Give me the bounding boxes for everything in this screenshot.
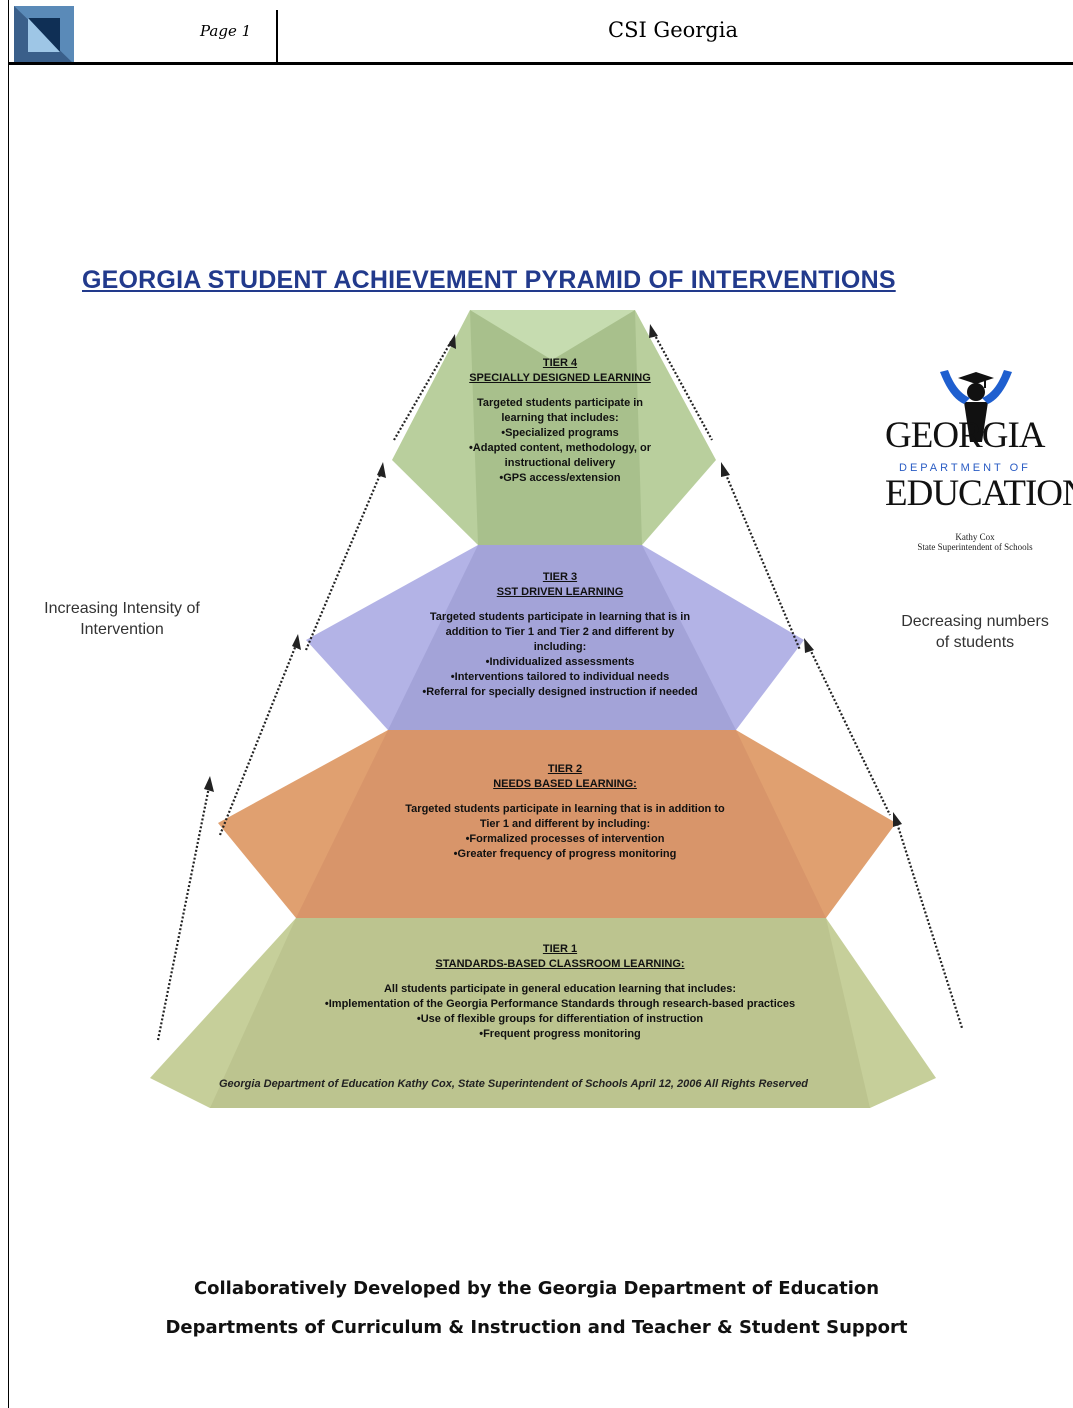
tier4-bullet: •Specialized programs (501, 427, 619, 439)
right-side-label: Decreasing numbers of students (880, 611, 1070, 653)
page-header: Page 1 CSI Georgia (0, 0, 1073, 66)
tier4-bullet: •GPS access/extension (499, 472, 621, 484)
tier2-label: TIER 2 (547, 763, 583, 775)
tier1-bullet: •Use of flexible groups for differentiat… (416, 1013, 704, 1025)
left-arrowheads (204, 334, 456, 792)
tier1-name: STANDARDS-BASED CLASSROOM LEARNING: (435, 958, 685, 970)
left-side-line: Increasing Intensity of (44, 600, 200, 617)
tier3-name: SST DRIVEN LEARNING (496, 586, 624, 598)
tier4-intro-line: learning that includes: (501, 412, 619, 424)
left-side-line: Intervention (80, 621, 164, 638)
page-left-border (8, 0, 9, 1408)
tier2-name: NEEDS BASED LEARNING: (493, 778, 637, 790)
left-side-label: Increasing Intensity of Intervention (22, 598, 222, 640)
gadoe-caption-title: State Superintendent of Schools (917, 542, 1033, 552)
pyramid-title: GEORGIA STUDENT ACHIEVEMENT PYRAMID OF I… (82, 266, 896, 294)
right-arrows (651, 329, 964, 1029)
pyramid-credit: Georgia Department of Education Kathy Co… (219, 1078, 809, 1090)
gadoe-caption-name: Kathy Cox (955, 532, 995, 542)
tier1-label: TIER 1 (542, 943, 578, 955)
tier3-intro-line: Targeted students participate in learnin… (429, 611, 691, 623)
left-arrows (156, 339, 453, 1041)
tier4-name: SPECIALLY DESIGNED LEARNING (469, 372, 651, 384)
tier1-intro-line: All students participate in general educ… (383, 983, 737, 995)
tier1-bullet: •Implementation of the Georgia Performan… (324, 998, 796, 1010)
tier1-face (210, 918, 870, 1108)
footer-line-1: Collaboratively Developed by the Georgia… (193, 1278, 880, 1299)
right-side-line: of students (935, 634, 1015, 651)
footer-line-2: Departments of Curriculum & Instruction … (165, 1317, 908, 1338)
tier1-bullet: •Frequent progress monitoring (479, 1028, 641, 1040)
gadoe-logo-education: EDUCATION (885, 473, 1073, 514)
tier3-intro-line: addition to Tier 1 and Tier 2 and differ… (445, 626, 675, 638)
right-arrowheads (649, 324, 902, 827)
tier2-face (296, 730, 826, 918)
corner-logo-icon (14, 6, 74, 64)
right-side-line: Decreasing numbers (901, 613, 1049, 630)
tier3-face (388, 545, 736, 730)
tier4-apex (470, 310, 635, 360)
tier4-bullet: •Adapted content, methodology, or (468, 442, 652, 454)
gadoe-logo-caption: Kathy Cox State Superintendent of School… (880, 532, 1070, 552)
tier3-text: TIER 3 SST DRIVEN LEARNING Targeted stud… (380, 570, 740, 700)
page-number-label: Page 1 (200, 22, 252, 40)
gadoe-logo-georgia: GEORGIA (885, 415, 1045, 456)
gadoe-figure-icon (940, 370, 1012, 442)
tier2-bullet: •Greater frequency of progress monitorin… (453, 848, 677, 860)
tier4-label: TIER 4 (542, 357, 578, 369)
tier3-bullet: •Interventions tailored to individual ne… (450, 671, 670, 683)
tier4-bullet: instructional delivery (504, 457, 616, 469)
tier3-bullet: •Referral for specially designed instruc… (422, 686, 698, 698)
tier3-intro-line: including: (533, 641, 587, 653)
tier2-intro-line: Targeted students participate in learnin… (405, 803, 725, 815)
tier4-intro-line: Targeted students participate in (476, 397, 644, 409)
tier3-bullet: •Individualized assessments (485, 656, 635, 668)
document-title: CSI Georgia (608, 18, 738, 42)
tier2-bullet: •Formalized processes of intervention (465, 833, 665, 845)
tier2-text: TIER 2 NEEDS BASED LEARNING: Targeted st… (340, 762, 790, 862)
tier3-label: TIER 3 (542, 571, 578, 583)
gadoe-logo-department: DEPARTMENT OF (899, 462, 1031, 474)
tier1-text: TIER 1 STANDARDS-BASED CLASSROOM LEARNIN… (300, 942, 820, 1042)
tier4-face (470, 310, 642, 545)
header-rule (8, 62, 1073, 65)
tier2-intro-line: Tier 1 and different by including: (479, 818, 651, 830)
tier4-text: TIER 4 SPECIALLY DESIGNED LEARNING Targe… (440, 356, 680, 486)
header-divider (276, 10, 278, 62)
